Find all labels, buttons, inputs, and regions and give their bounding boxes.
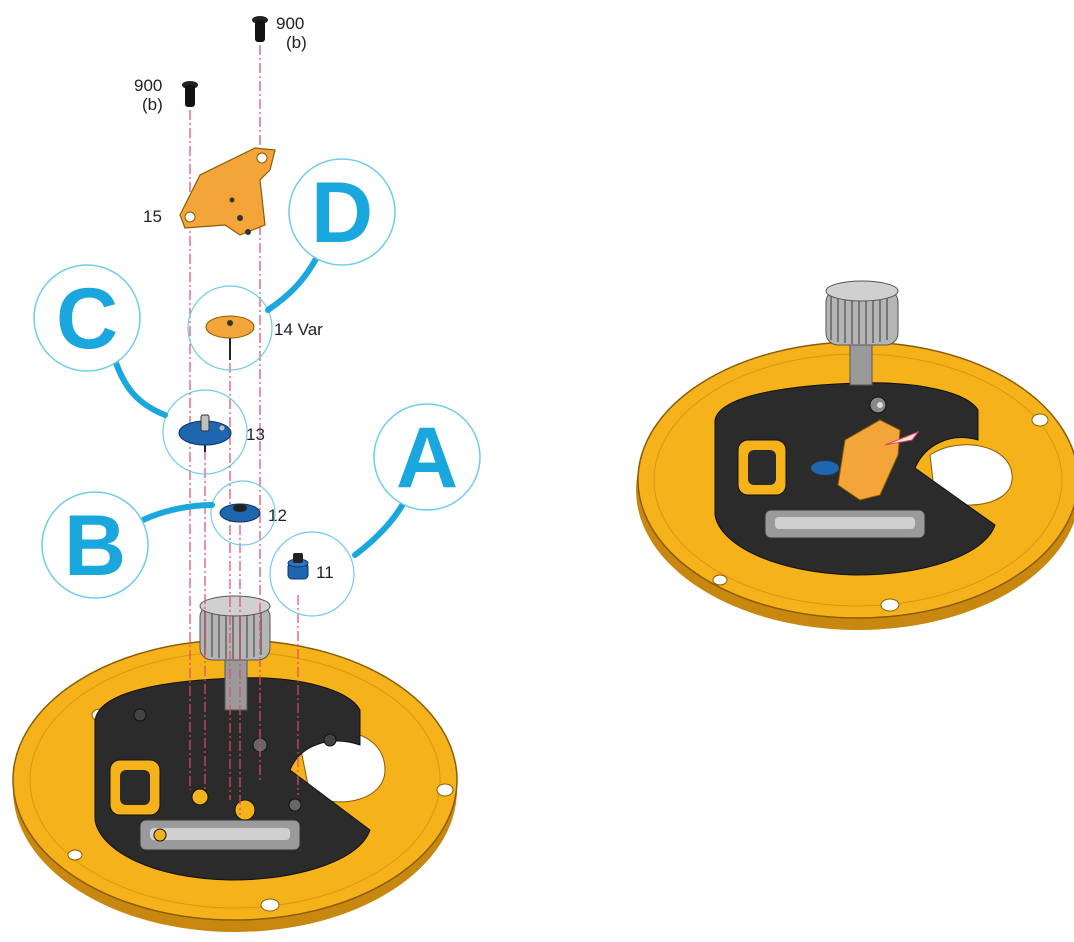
part-13-wheel: 13: [178, 414, 265, 452]
bridge-icon: [179, 147, 276, 236]
screw-icon: [182, 81, 198, 107]
screw-number: 900: [134, 76, 162, 95]
part-12-wheel: 12: [219, 503, 287, 525]
wheel-icon: [287, 553, 309, 580]
part-label: 14 Var: [274, 320, 323, 339]
screw-900-top: 900 (b): [252, 14, 307, 52]
callout-A: A: [352, 403, 481, 558]
wheel-icon: [219, 503, 261, 523]
part-label: 11: [316, 563, 334, 582]
screw-icon: [252, 16, 268, 42]
wheel-icon: [205, 315, 255, 360]
part-label: 15: [143, 207, 162, 226]
part-label: 13: [246, 425, 265, 444]
part-label: 12: [268, 506, 287, 525]
screw-number: 900: [276, 14, 304, 33]
wheel-icon: [178, 414, 232, 452]
screw-variant: (b): [286, 33, 307, 52]
callout-letter: D: [311, 165, 373, 261]
assembled-movement-right: [636, 280, 1074, 630]
callout-letter: B: [64, 498, 126, 594]
part-15-bridge: 15: [143, 147, 276, 236]
screw-variant: (b): [142, 95, 163, 114]
callout-letter: C: [56, 271, 118, 367]
crown-icon: [825, 280, 899, 386]
part-11-pinion: 11: [287, 553, 334, 582]
callout-C: C: [33, 264, 168, 418]
callout-B: B: [41, 491, 215, 599]
crown-left: [199, 595, 271, 711]
part-14-wheel: 14 Var: [205, 315, 323, 360]
movement-mechanism-left: [94, 677, 371, 881]
movement-icon: [636, 341, 1074, 630]
screw-900-left: 900 (b): [134, 76, 198, 114]
part-highlight-circles: [162, 285, 355, 617]
callout-letter: A: [396, 410, 458, 506]
callout-D: D: [265, 158, 396, 313]
